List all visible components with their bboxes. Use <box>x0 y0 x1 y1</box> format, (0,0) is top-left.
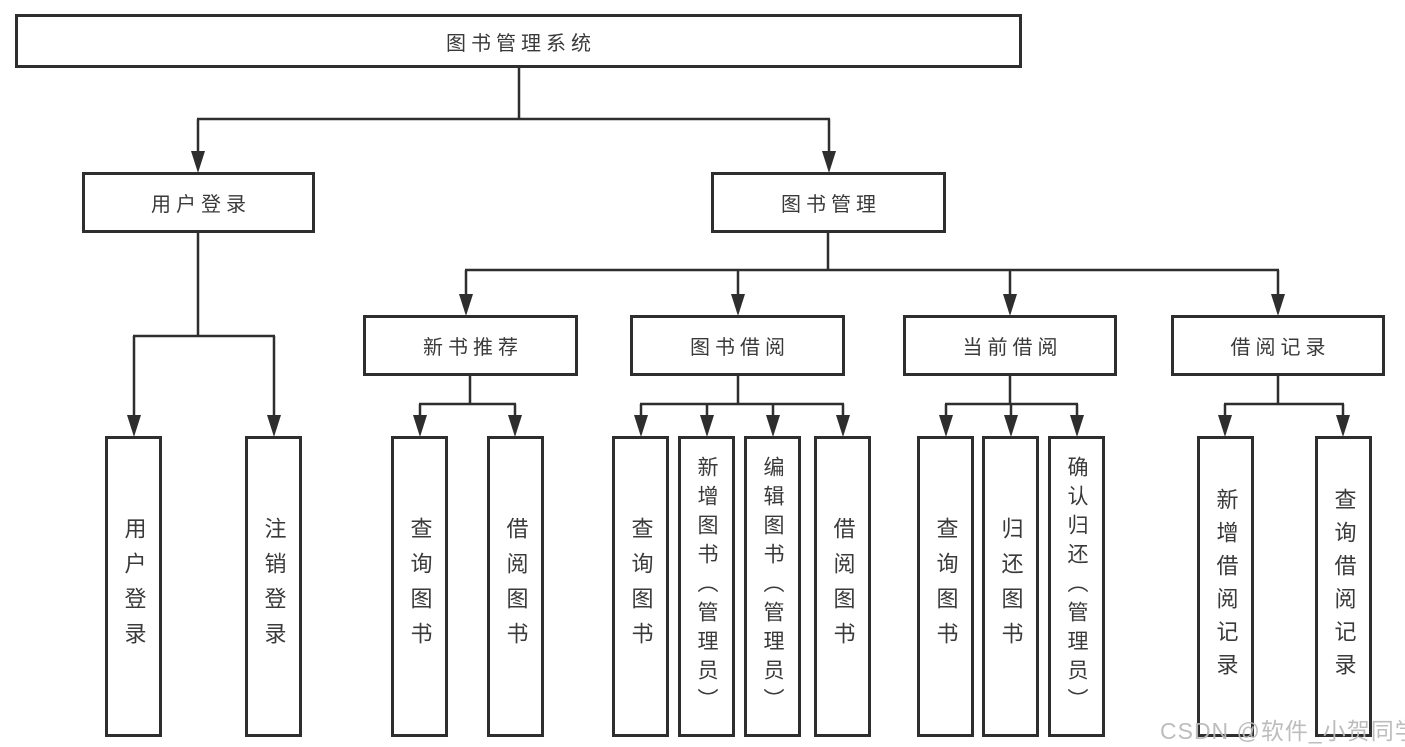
leaf-current-confirm-return-admin: 确认归还（管理员） <box>1048 436 1105 737</box>
leaf-borrow-borrow-books: 借阅图书 <box>814 436 871 737</box>
connector-bookmgmt-to-level3 <box>464 233 1280 303</box>
leaf-borrow-add-books-admin: 新增图书（管理员） <box>678 436 735 737</box>
node-new-book-recommend: 新书推荐 <box>363 315 578 376</box>
connector-newrec-to-leaves <box>418 376 517 424</box>
connector-current-to-leaves <box>944 376 1079 424</box>
leaf-current-query-books: 查询图书 <box>917 436 974 737</box>
leaf-borrow-edit-books-admin: 编辑图书（管理员） <box>744 436 801 737</box>
leaf-logout: 注销登录 <box>245 436 302 737</box>
leaf-current-return-books: 归还图书 <box>982 436 1039 737</box>
leaf-user-login: 用户登录 <box>105 436 162 737</box>
leaf-records-query-record: 查询借阅记录 <box>1315 436 1372 737</box>
leaf-records-add-record: 新增借阅记录 <box>1197 436 1254 737</box>
leaf-recommend-borrow-books: 借阅图书 <box>487 436 544 737</box>
node-user-login: 用户登录 <box>82 172 315 233</box>
node-root-system: 图书管理系统 <box>15 14 1022 68</box>
connector-records-to-leaves <box>1223 376 1345 424</box>
connector-root-to-level2 <box>196 66 831 160</box>
node-book-management: 图书管理 <box>711 172 946 233</box>
leaf-borrow-query-books: 查询图书 <box>612 436 669 737</box>
node-current-borrow: 当前借阅 <box>903 315 1117 376</box>
node-borrow-records: 借阅记录 <box>1171 315 1385 376</box>
csdn-watermark: CSDN @软件_小贺同学 <box>1160 718 1405 744</box>
connector-userlogin-to-leaves <box>132 233 276 424</box>
node-book-borrow: 图书借阅 <box>630 315 845 376</box>
leaf-recommend-query-books: 查询图书 <box>391 436 448 737</box>
connector-borrow-to-leaves <box>639 376 845 424</box>
arrowheads <box>127 151 1350 437</box>
